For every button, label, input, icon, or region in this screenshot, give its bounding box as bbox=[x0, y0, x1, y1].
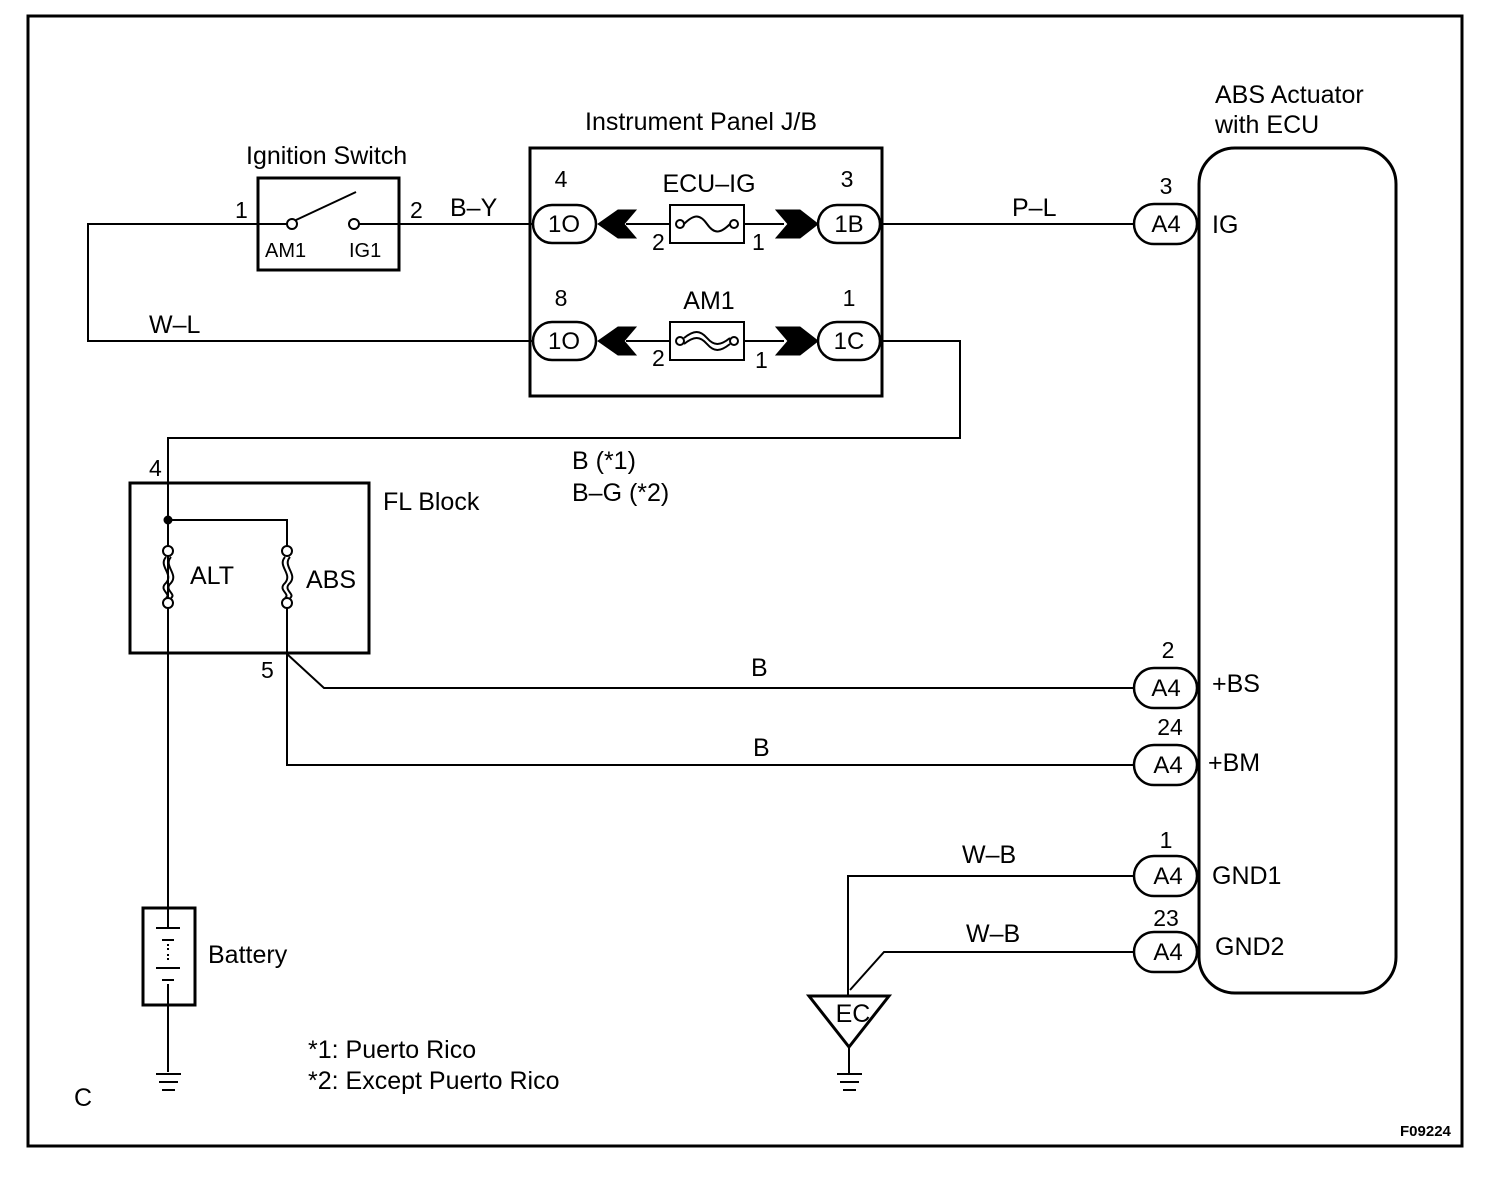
connector-1c-label: 1C bbox=[834, 328, 865, 355]
connector-1o-top-pin: 4 bbox=[555, 166, 568, 192]
connector-1b-pin: 3 bbox=[841, 166, 854, 192]
ignition-pin-1: 1 bbox=[235, 197, 248, 223]
abs-fuse-label: ABS bbox=[306, 566, 356, 594]
wire-to-bm bbox=[286, 654, 1136, 766]
ecu-ig-label: ECU–IG bbox=[662, 170, 755, 198]
a4-gnd1-pin: 1 bbox=[1160, 827, 1173, 853]
abs-actuator-box bbox=[1197, 146, 1398, 995]
fl-block: FL Block 4 5 ALT ABS bbox=[128, 455, 480, 683]
alt-fuse-element bbox=[162, 556, 170, 599]
arrow-left-bottom bbox=[597, 326, 638, 356]
ignition-switch-title: Ignition Switch bbox=[246, 142, 407, 170]
am1-fuse-pin-1: 1 bbox=[755, 347, 768, 373]
connector-1o-top-label: 1O bbox=[548, 211, 580, 238]
fl-pin-5: 5 bbox=[261, 657, 274, 683]
ground-point-label: EC bbox=[836, 1000, 871, 1028]
diagram-frame bbox=[26, 14, 1464, 1148]
arrow-left-top bbox=[597, 209, 638, 239]
junction-block-title: Instrument Panel J/B bbox=[585, 108, 817, 136]
wire-gnd1 bbox=[847, 875, 1136, 996]
am1-fuse-label: AM1 bbox=[683, 287, 734, 315]
wire-fl-bus bbox=[168, 519, 288, 546]
battery-label: Battery bbox=[208, 941, 288, 969]
ignition-switch: Ignition Switch 1 2 AM1 IG1 bbox=[235, 142, 423, 272]
a4-ig-pin: 3 bbox=[1160, 173, 1173, 199]
wire-label-gnd2: W–B bbox=[966, 920, 1020, 948]
am1-label: AM1 bbox=[265, 240, 306, 262]
a4-connector-ig bbox=[1132, 202, 1199, 246]
terminal-bm: +BM bbox=[1208, 749, 1260, 777]
wire-to-bs bbox=[286, 653, 1136, 689]
a4-connector-gnd2 bbox=[1132, 930, 1199, 974]
terminal-ig: IG bbox=[1212, 211, 1238, 239]
am1-contact bbox=[286, 218, 298, 230]
junction-dot bbox=[163, 515, 173, 525]
fl-block-title: FL Block bbox=[383, 488, 480, 516]
connector-1o-bottom-pin: 8 bbox=[555, 285, 568, 311]
corner-letter: C bbox=[74, 1084, 92, 1112]
wire-label-w-l: W–L bbox=[149, 311, 201, 339]
connector-1o-bottom-label: 1O bbox=[548, 328, 580, 355]
wire-label-gnd1: W–B bbox=[962, 841, 1016, 869]
wire-gnd2 bbox=[849, 951, 1136, 991]
switch-blade bbox=[295, 191, 357, 221]
wire-label-b-g-2: B–G (*2) bbox=[572, 479, 669, 507]
a4-bm-label: A4 bbox=[1153, 752, 1182, 779]
am1-fuse-pin-2: 2 bbox=[652, 345, 665, 371]
wire-label-p-l: P–L bbox=[1012, 194, 1057, 222]
ignition-pin-2: 2 bbox=[410, 197, 423, 223]
ig1-label: IG1 bbox=[349, 240, 381, 262]
a4-gnd2-pin: 23 bbox=[1153, 905, 1179, 931]
a4-bm-pin: 24 bbox=[1157, 714, 1183, 740]
a4-connector-gnd1 bbox=[1132, 854, 1199, 898]
a4-ig-label: A4 bbox=[1151, 211, 1180, 238]
ground-triangle bbox=[805, 994, 893, 1050]
junction-block-box bbox=[528, 146, 884, 398]
ecu-ig-pin-2: 2 bbox=[652, 229, 665, 255]
a4-gnd2-label: A4 bbox=[1153, 939, 1182, 966]
ecu-ig-pin-1: 1 bbox=[752, 229, 765, 255]
wire-label-bs: B bbox=[751, 654, 768, 682]
wire-label-b-1: B (*1) bbox=[572, 447, 636, 475]
fl-block-box bbox=[128, 481, 371, 655]
abs-actuator: ABS Actuator with ECU A4 3 IG A4 2 +BS A… bbox=[1132, 81, 1398, 995]
abs-fuse-element bbox=[281, 556, 289, 599]
junction-block: Instrument Panel J/B 1O 4 1B 3 ECU–IG 2 … bbox=[528, 108, 884, 398]
a4-gnd1-label: A4 bbox=[1153, 863, 1182, 890]
terminal-gnd1: GND1 bbox=[1212, 862, 1281, 890]
connector-1b bbox=[816, 203, 882, 245]
fl-pin-4: 4 bbox=[149, 455, 162, 481]
connector-1o-bottom bbox=[531, 320, 598, 362]
a4-bs-label: A4 bbox=[1151, 675, 1180, 702]
connector-1o-top bbox=[531, 203, 598, 245]
a4-connector-bm bbox=[1132, 743, 1199, 787]
actuator-title-line2: with ECU bbox=[1214, 111, 1319, 139]
figure-id: F09224 bbox=[1400, 1123, 1452, 1140]
terminal-gnd2: GND2 bbox=[1215, 933, 1284, 961]
arrow-right-bottom bbox=[774, 326, 819, 356]
ground-point-ec: EC bbox=[805, 994, 893, 1091]
actuator-title-line1: ABS Actuator bbox=[1215, 81, 1364, 109]
a4-connector-bs bbox=[1132, 666, 1199, 710]
arrow-right-top bbox=[774, 209, 819, 239]
wire-w-l bbox=[87, 223, 532, 342]
connector-1c bbox=[816, 320, 882, 362]
alt-fuse-label: ALT bbox=[190, 562, 234, 590]
terminal-bs: +BS bbox=[1212, 670, 1260, 698]
battery-ground-icon bbox=[156, 1073, 181, 1091]
ig1-contact bbox=[348, 218, 360, 230]
wire-b-b-g bbox=[167, 340, 961, 483]
connector-1c-pin: 1 bbox=[843, 285, 856, 311]
connector-1b-label: 1B bbox=[834, 211, 863, 238]
wire-label-bm: B bbox=[753, 734, 770, 762]
note-2: *2: Except Puerto Rico bbox=[308, 1067, 560, 1095]
battery: Battery bbox=[141, 906, 288, 1007]
note-1: *1: Puerto Rico bbox=[308, 1036, 476, 1064]
a4-bs-pin: 2 bbox=[1162, 637, 1175, 663]
wire-label-b-y: B–Y bbox=[450, 194, 498, 222]
